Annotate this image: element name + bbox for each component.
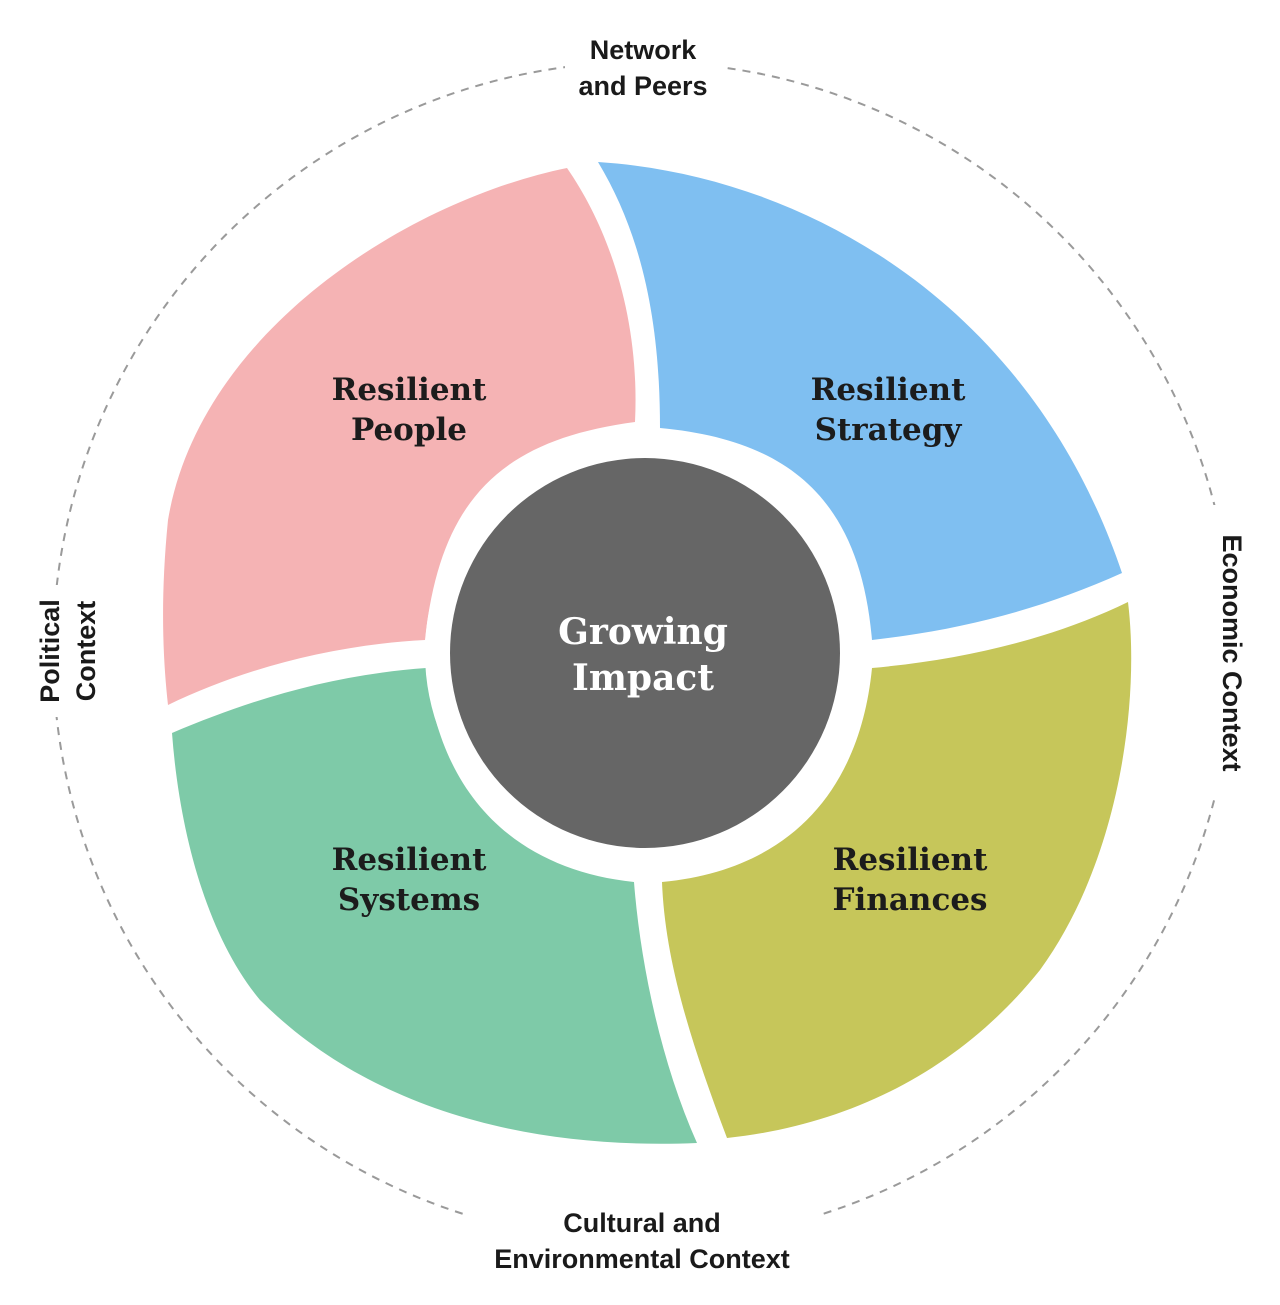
segment-strategy [598,162,1122,640]
strategy-label-line1: Resilient [811,372,967,408]
center-label-line1: Growing [558,611,728,653]
center-label-line2: Impact [572,657,714,699]
context-bottom-line1: Cultural and [563,1208,721,1238]
context-bottom-line2: Environmental Context [494,1244,790,1274]
context-right-line1: Economic Context [1217,534,1247,771]
people-label-line2: People [351,412,467,448]
finances-label-line2: Finances [833,882,988,918]
context-left-line1: Political [35,599,65,703]
people-label-line1: Resilient [332,372,488,408]
context-top-line1: Network [590,35,698,65]
segments-group [163,162,1132,1144]
strategy-label-line2: Strategy [815,412,963,448]
context-left-line2: Context [71,601,101,702]
systems-label-line2: Systems [338,882,480,918]
segment-systems [172,668,697,1144]
segment-people [163,168,636,705]
systems-label-line1: Resilient [332,842,488,878]
finances-label-line1: Resilient [833,842,989,878]
context-top-line2: and Peers [578,71,707,101]
growing-impact-circle [450,458,840,848]
segment-finances [662,602,1132,1138]
